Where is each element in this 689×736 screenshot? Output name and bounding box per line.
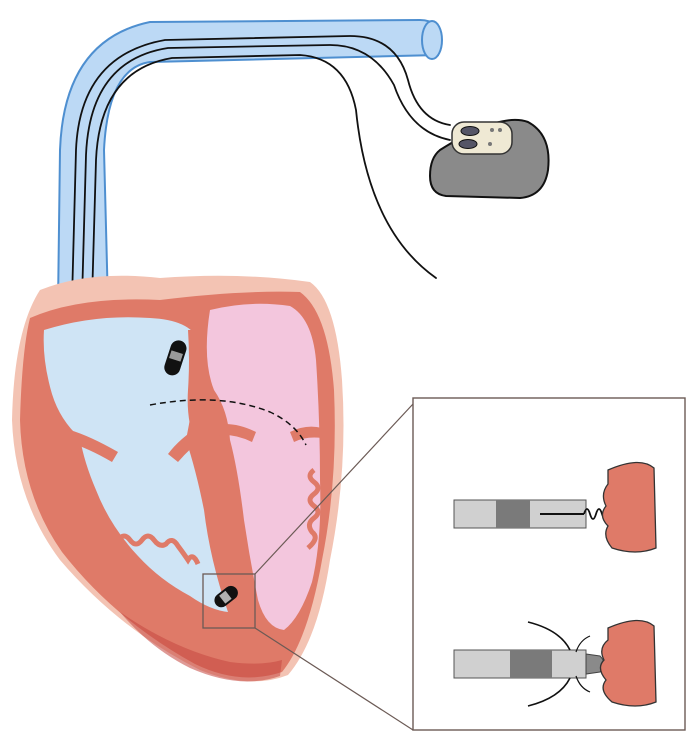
- vein-opening: [422, 21, 442, 59]
- active-lead-ring: [496, 500, 530, 528]
- lead-wire-atrial: [82, 45, 450, 300]
- myocardium-sample-lower: [600, 620, 656, 706]
- header-port-lower: [459, 140, 477, 149]
- lead-wire-ventricular: [72, 36, 450, 300]
- header-setscrew-1: [490, 128, 494, 132]
- pulse-generator: [430, 120, 549, 198]
- lead-wire-extra: [92, 55, 436, 300]
- heart: [12, 276, 344, 682]
- passive-lead-ring: [510, 650, 552, 678]
- generator-header: [452, 122, 512, 154]
- header-setscrew-2: [498, 128, 502, 132]
- header-port-upper: [461, 127, 479, 136]
- header-setscrew-3: [488, 142, 492, 146]
- zoom-line-bottom: [255, 628, 413, 730]
- lead-tip-inset: [413, 398, 685, 730]
- myocardium-sample-upper: [602, 462, 656, 552]
- vein: [58, 20, 442, 305]
- vein-tube: [58, 20, 440, 305]
